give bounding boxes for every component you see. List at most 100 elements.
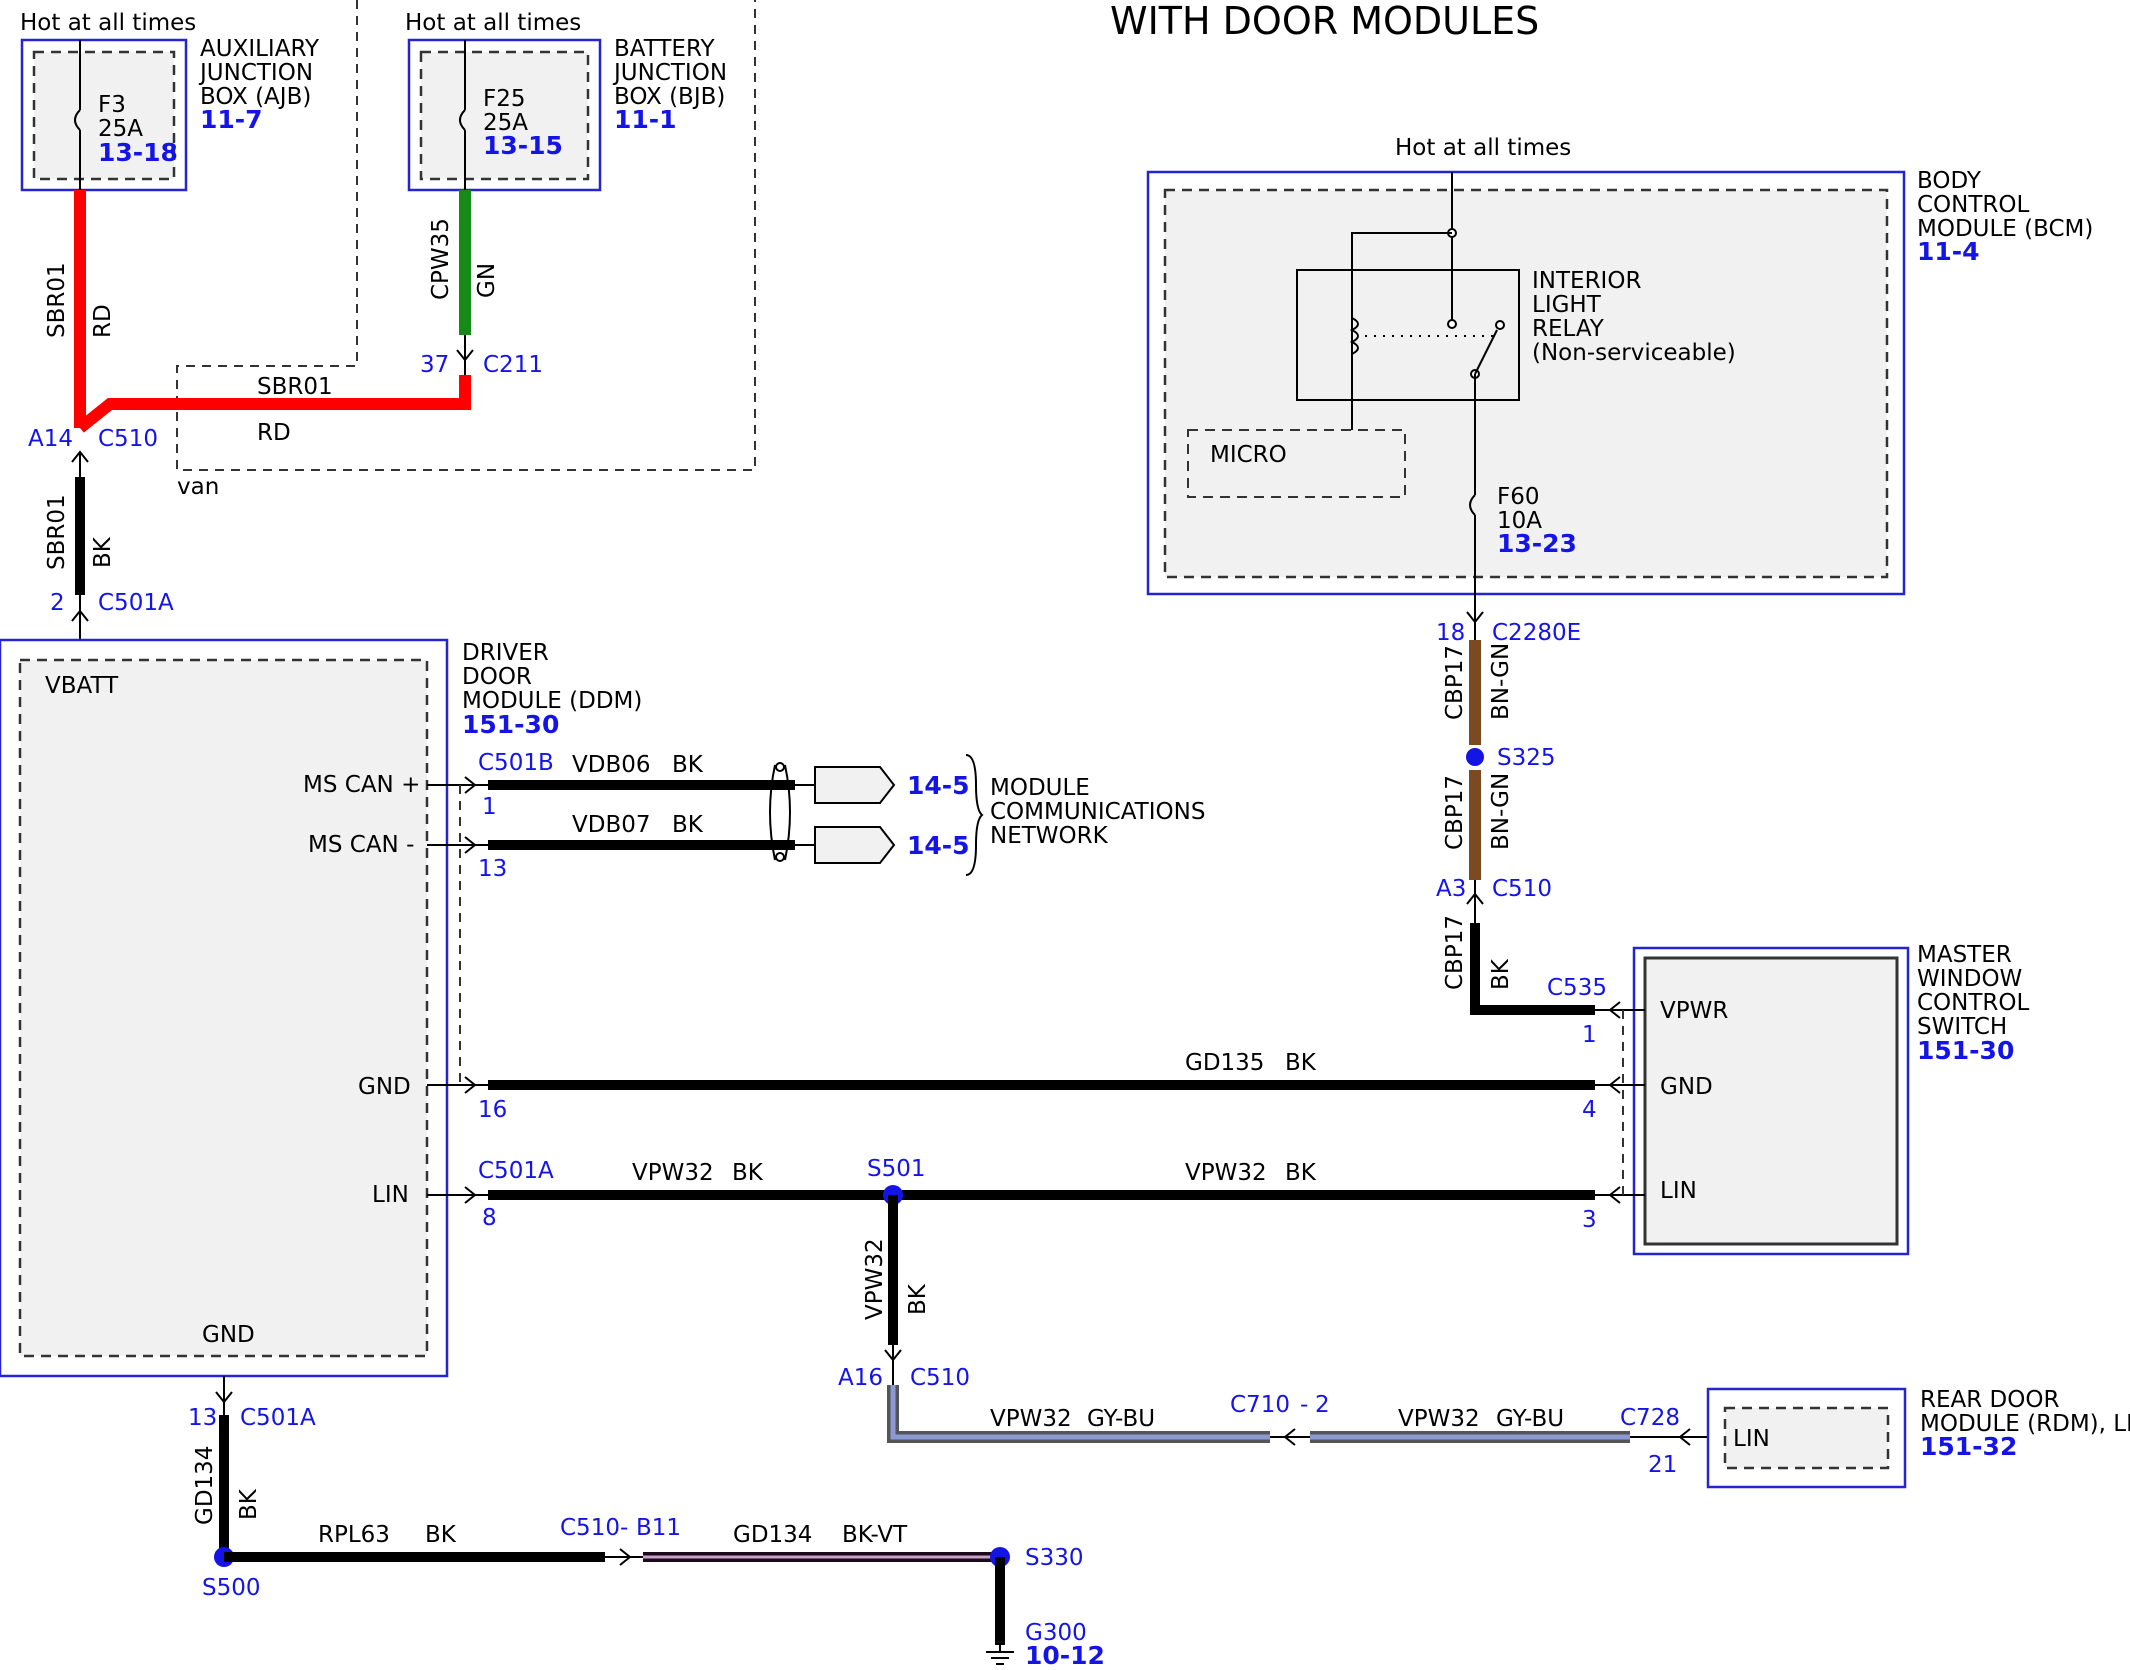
c710-label: C710 — [1230, 1392, 1290, 1418]
wire-vpw32-a-label: VPW32 — [632, 1160, 714, 1186]
sbr01-bk-segment: A14 C510 SBR01 BK 2 C501A — [28, 426, 174, 640]
network-label-line3: NETWORK — [990, 823, 1109, 849]
bjb-fuse-ref: 13-15 — [483, 131, 563, 160]
ddm-lin-label: LIN — [372, 1182, 409, 1208]
wire-vpw32-c-label: VPW32 — [990, 1406, 1072, 1432]
wire-gd134-h-label: GD134 — [733, 1522, 812, 1548]
driver-door-module: VBATT MS CAN + MS CAN - GND LIN GND DRIV… — [0, 638, 642, 1378]
c501b-pin-13: 13 — [478, 856, 507, 882]
splice-s500-label: S500 — [202, 1575, 261, 1601]
auxiliary-junction-box: Hot at all times F3 25A 13-18 AUXILIARY … — [20, 10, 320, 192]
bcm-inner — [1163, 188, 1889, 579]
relay-label-line3: RELAY — [1532, 316, 1605, 342]
wire-sbr01-horiz-color: RD — [257, 420, 291, 446]
hot-at-all-times-label: Hot at all times — [20, 10, 196, 36]
ground-g300-label: G300 — [1025, 1620, 1087, 1646]
connector-c728-icon — [1678, 1428, 1691, 1446]
c510-b11-dash: - — [620, 1515, 628, 1541]
ddm-inner — [18, 658, 429, 1358]
ajb-name-line3: BOX (AJB) — [200, 84, 311, 110]
rdm-name-line2: MODULE (RDM), LH — [1920, 1411, 2130, 1437]
connector-c710-icon — [1283, 1428, 1296, 1446]
wire-vpw32-gy-bu-a — [887, 1385, 1270, 1443]
c510-a14-label: C510 — [98, 426, 158, 452]
splice-s501-label: S501 — [867, 1156, 926, 1182]
c501a-pin-2: 2 — [50, 590, 65, 616]
network-label-line2: COMMUNICATIONS — [990, 799, 1205, 825]
c535-pin-3: 3 — [1582, 1207, 1597, 1233]
hot-at-all-times-label: Hot at all times — [405, 10, 581, 36]
mwcs-lin-label: LIN — [1660, 1178, 1697, 1204]
c2280e-pin: 18 — [1436, 620, 1465, 646]
c510-b11-pin: B11 — [636, 1515, 681, 1541]
splice-s325 — [1466, 748, 1484, 766]
mwcs-name-line1: MASTER — [1917, 942, 2012, 968]
c501b-dashed-link — [447, 785, 461, 1086]
bjb-inner — [419, 50, 590, 181]
ddm-name-line3: MODULE (DDM) — [462, 688, 642, 714]
rear-door-module: LIN REAR DOOR MODULE (RDM), LH 151-32 — [1706, 1387, 2130, 1489]
bcm-name-line1: BODY — [1917, 168, 1982, 194]
wire-cbp17-bk — [1470, 923, 1595, 1015]
connector-c501a-8-icon — [464, 1186, 477, 1204]
c501b-pin-16: 16 — [478, 1097, 507, 1123]
c501b-label: C501B — [478, 750, 554, 776]
fuse-f3-icon — [74, 109, 81, 131]
ground-path: 13 C501A GD134 BK S500 RPL63 BK C510 - B… — [188, 1376, 1105, 1670]
wire-vpw32-b-color: BK — [1285, 1160, 1317, 1186]
wire-cpw35-color: GN — [474, 263, 500, 298]
connector-c510-a3-icon — [1466, 880, 1484, 925]
ground-icon — [986, 1645, 1014, 1665]
bjb-name-line3: BOX (BJB) — [614, 84, 725, 110]
ajb-inner — [32, 50, 176, 181]
c510-a16-pin: A16 — [838, 1365, 883, 1391]
cbp17-wires: 18 C2280E S325 CBP17 BN-GN CBP17 BN-GN A… — [1436, 610, 1595, 1015]
relay-label-line4: (Non-serviceable) — [1532, 340, 1736, 366]
wire-vdb06-color: BK — [672, 752, 704, 778]
bcm-fuse-name: F60 — [1497, 484, 1540, 510]
interior-light-relay-box — [1296, 269, 1520, 401]
wire-cbp17-c-color: BK — [1488, 958, 1514, 990]
mwcs-name-line4: SWITCH — [1917, 1014, 2007, 1040]
gd135-wire-group: 16 GD135 BK — [427, 1050, 1595, 1123]
battery-feed-wires: 37 C211 SBR01 RD SBR01 RD CPW35 GN — [44, 190, 543, 446]
micro-label: MICRO — [1210, 442, 1287, 468]
wire-vpw32-d-label: VPW32 — [1398, 1406, 1480, 1432]
c211-pin: 37 — [420, 352, 449, 378]
connector-c501a-13-icon — [215, 1391, 233, 1404]
wire-vpw32-v-color: BK — [905, 1283, 931, 1315]
connector-c501b-icon — [464, 776, 477, 794]
bjb-fuse-name: F25 — [483, 86, 526, 112]
splice-s330-label: S330 — [1025, 1545, 1084, 1571]
wire-sbr01-top-label: SBR01 — [44, 262, 70, 338]
ddm-vbatt-label: VBATT — [45, 673, 119, 699]
ajb-ref: 11-7 — [200, 105, 263, 134]
micro-box — [1187, 429, 1406, 498]
c501a-label-bottom: C501A — [240, 1405, 316, 1431]
ddm-gnd-label: GND — [358, 1074, 411, 1100]
network-connector-icon — [814, 826, 896, 864]
relay-coil-icon — [1349, 317, 1359, 355]
van-label: van — [177, 474, 219, 500]
body-control-module: Hot at all times MICRO INTERIOR LIGHT RE… — [1146, 135, 2093, 610]
wire-cbp17-b-color: BN-GN — [1488, 773, 1514, 850]
wire-vdb07-color: BK — [672, 812, 704, 838]
twisted-pair-icon — [769, 764, 791, 861]
mwcs-gnd-label: GND — [1660, 1074, 1713, 1100]
c510-a3-pin: A3 — [1436, 876, 1466, 902]
wire-vpw32-v-label: VPW32 — [862, 1238, 888, 1320]
wire-sbr01-bk-color: BK — [90, 536, 116, 568]
c510-a16-label: C510 — [910, 1365, 970, 1391]
wire-gd134-v-color: BK — [236, 1488, 262, 1520]
mwcs-vpwr-label: VPWR — [1660, 998, 1728, 1024]
wire-gd135-color: BK — [1285, 1050, 1317, 1076]
c501a-label-top: C501A — [98, 590, 174, 616]
wire-vdb07-label: VDB07 — [572, 812, 651, 838]
relay-switch-icon — [1474, 329, 1498, 375]
ajb-fuse-amps: 25A — [98, 116, 143, 142]
van-dashed-outline — [176, 0, 756, 471]
ddm-ms-can-plus-label: MS CAN + — [303, 772, 420, 798]
bcm-ref: 11-4 — [1917, 237, 1980, 266]
relay-label-line1: INTERIOR — [1532, 268, 1641, 294]
